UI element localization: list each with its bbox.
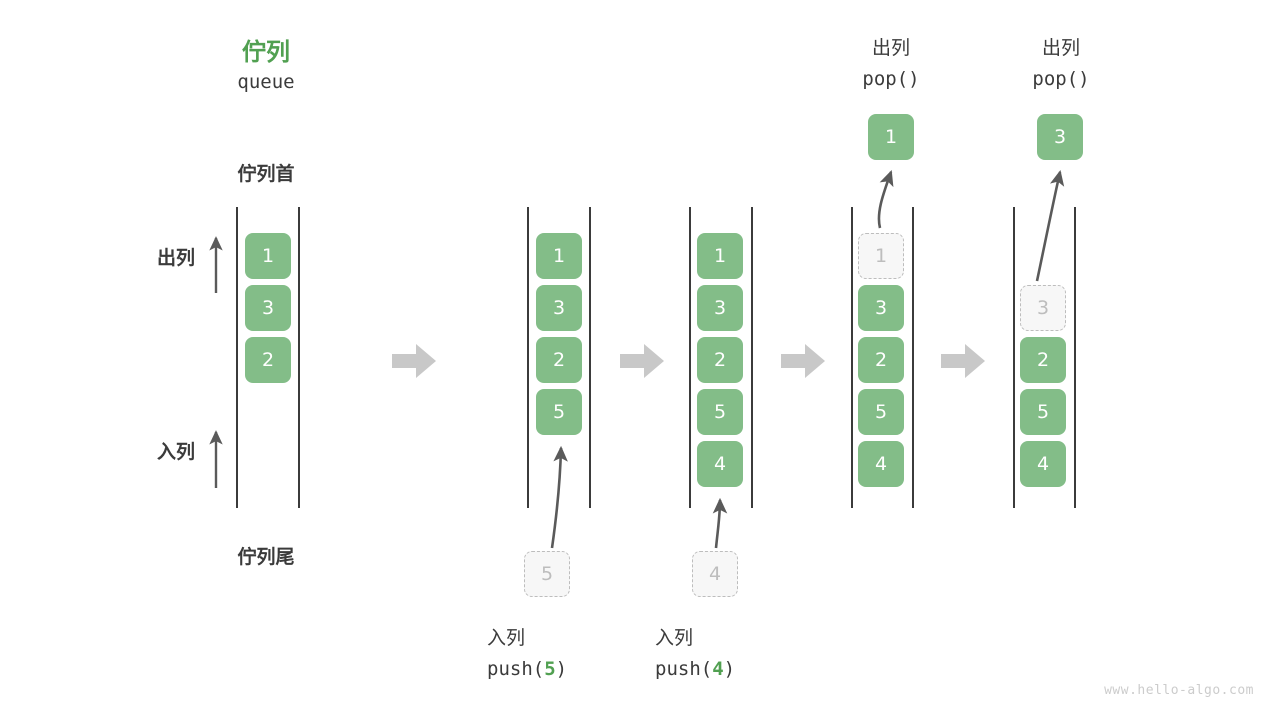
pop-header-cn: 出列 [871, 37, 910, 59]
pop-header-code: pop() [1032, 68, 1090, 90]
queue-cell-new: 4 [697, 441, 743, 487]
push-4-arrow [712, 497, 728, 549]
queue-cell: 2 [1020, 337, 1066, 383]
push-code-text: push( [487, 658, 545, 680]
rail-left-col1 [236, 207, 238, 508]
queue-cell-new: 5 [536, 389, 582, 435]
push-5-arrow [550, 445, 568, 549]
queue-cell: 3 [697, 285, 743, 331]
rail-left-col4 [851, 207, 853, 508]
arrow-right-icon [392, 344, 436, 378]
queue-cell: 1 [697, 233, 743, 279]
queue-cell: 2 [697, 337, 743, 383]
rail-right-col4 [912, 207, 914, 508]
queue-cell: 5 [697, 389, 743, 435]
pop-3-arrow [1035, 169, 1065, 282]
watermark: www.hello-algo.com [1104, 683, 1254, 698]
queue-cell: 3 [858, 285, 904, 331]
rail-right-col3 [751, 207, 753, 508]
pop-header-cn: 出列 [1041, 37, 1080, 59]
queue-cell: 3 [245, 285, 291, 331]
rail-left-col2 [527, 207, 529, 508]
queue-cell: 2 [245, 337, 291, 383]
popped-cell: 3 [1037, 114, 1083, 160]
push-code-arg: 5 [544, 658, 556, 680]
push-caption-cn: 入列 [487, 627, 526, 649]
arrow-right-icon [941, 344, 985, 378]
push-caption-code: push(4) [655, 658, 835, 680]
push-caption-cn: 入列 [655, 627, 694, 649]
queue-cell: 3 [536, 285, 582, 331]
rail-right-col1 [298, 207, 300, 508]
queue-cell: 1 [536, 233, 582, 279]
pop-1-arrow [877, 170, 894, 229]
queue-cell: 2 [858, 337, 904, 383]
queue-head-label: 佇列首 [237, 163, 295, 185]
push-code-text: push( [655, 658, 713, 680]
incoming-ghost-cell: 4 [692, 551, 738, 597]
queue-cell: 5 [858, 389, 904, 435]
enqueue-direction-label: 入列 [156, 441, 195, 463]
push-code-arg: 4 [712, 658, 724, 680]
page-title-code: queue [237, 71, 295, 93]
queue-cell: 4 [1020, 441, 1066, 487]
push-caption-code: push(5) [487, 658, 667, 680]
rail-left-col5 [1013, 207, 1015, 508]
arrow-right-icon [620, 344, 664, 378]
push-code-close: ) [723, 658, 736, 680]
queue-cell: 5 [1020, 389, 1066, 435]
page-title-cn: 佇列 [242, 38, 290, 66]
queue-cell-removed: 3 [1020, 285, 1066, 331]
rail-right-col5 [1074, 207, 1076, 508]
arrow-right-icon [781, 344, 825, 378]
queue-tail-label: 佇列尾 [237, 546, 295, 568]
queue-cell: 2 [536, 337, 582, 383]
incoming-ghost-cell: 5 [524, 551, 570, 597]
rail-left-col3 [689, 207, 691, 508]
pop-header-code: pop() [862, 68, 920, 90]
push-code-close: ) [555, 658, 568, 680]
rail-right-col2 [589, 207, 591, 508]
queue-cell-removed: 1 [858, 233, 904, 279]
popped-cell: 1 [868, 114, 914, 160]
queue-cell: 1 [245, 233, 291, 279]
queue-cell: 4 [858, 441, 904, 487]
dequeue-direction-label: 出列 [156, 247, 195, 269]
